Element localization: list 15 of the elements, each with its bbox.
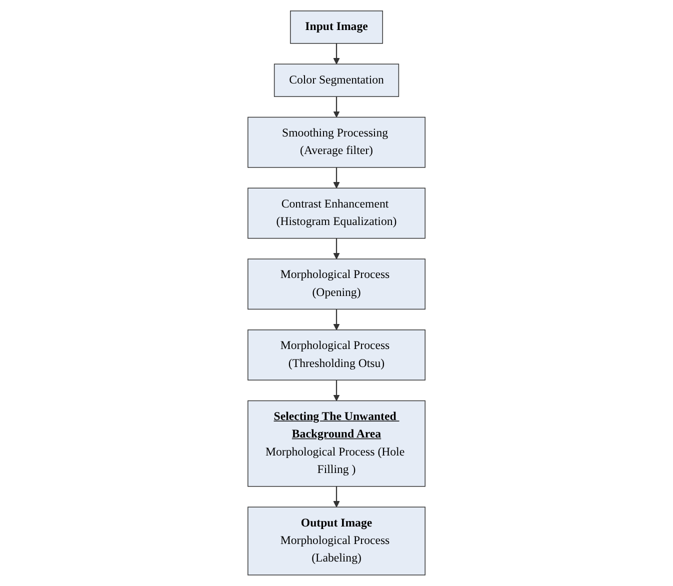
node-box: Morphological Process (Thresholding Otsu) [248,330,426,380]
node-box: Morphological Process (Opening) [248,258,426,310]
arrow [333,380,340,402]
arrow [333,486,340,508]
arrow [333,238,340,260]
node-box: Smoothing Processing (Average filter) [248,116,426,168]
arrow [333,167,340,188]
node-box: Selecting The Unwanted Background Area Morphological Process (Hole Filling ) [248,400,426,487]
node-box: Contrast Enhancement (Histogram Equalization) [248,188,426,239]
node-box: Color Segmentation [274,64,400,97]
arrow [333,309,340,330]
arrow [333,43,340,64]
node-box: Input Image [290,10,383,44]
arrow [333,96,340,118]
node-box: Output Image Morphological Process (Labeling) [248,506,426,576]
